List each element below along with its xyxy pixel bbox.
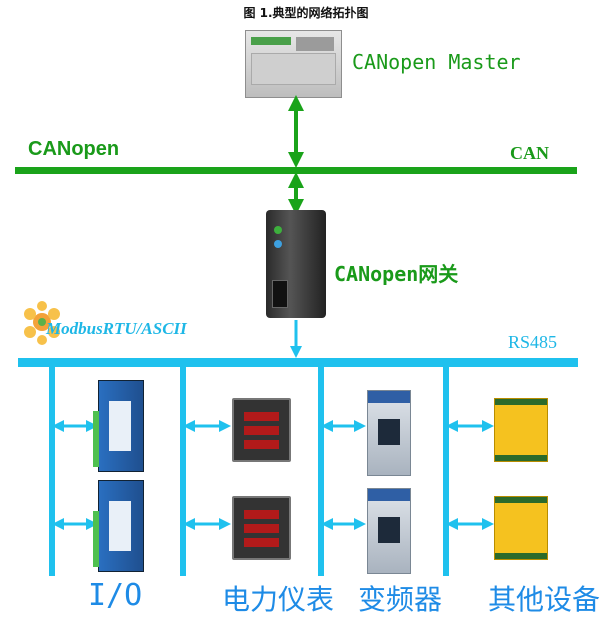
category-label-vfd: 变频器 <box>358 583 443 616</box>
inverter-device <box>367 488 411 574</box>
master-label: CANopen Master <box>352 50 521 74</box>
rs485-label: RS485 <box>508 332 558 352</box>
other-device <box>494 398 548 462</box>
modbus-label: ModbusRTU/ASCII <box>46 319 187 338</box>
canopen-gateway-device <box>266 210 326 318</box>
gateway-label: CANopen网关 <box>334 262 459 286</box>
other-device <box>494 496 548 560</box>
power-meter-device <box>232 496 291 560</box>
plc-master-device <box>245 30 342 98</box>
inverter-device <box>367 390 411 476</box>
canopen-logo: CANopen <box>28 138 120 160</box>
drop-line-io <box>49 366 55 576</box>
can-bus-line <box>15 167 577 174</box>
io-module-device <box>93 480 144 572</box>
category-label-other: 其他设备 <box>488 583 601 616</box>
category-label-meter: 电力仪表 <box>222 583 335 616</box>
drop-line-other <box>443 366 449 576</box>
io-module-device <box>93 380 144 472</box>
rs485-bus-line <box>18 358 578 367</box>
can-label: CAN <box>510 143 549 163</box>
modbus-logo-icon <box>24 301 60 345</box>
category-label-io: I/O <box>88 578 143 613</box>
drop-line-vfd <box>318 366 324 576</box>
drop-line-meter <box>180 366 186 576</box>
power-meter-device <box>232 398 291 462</box>
figure-title: 图 1.典型的网络拓扑图 <box>243 6 369 20</box>
